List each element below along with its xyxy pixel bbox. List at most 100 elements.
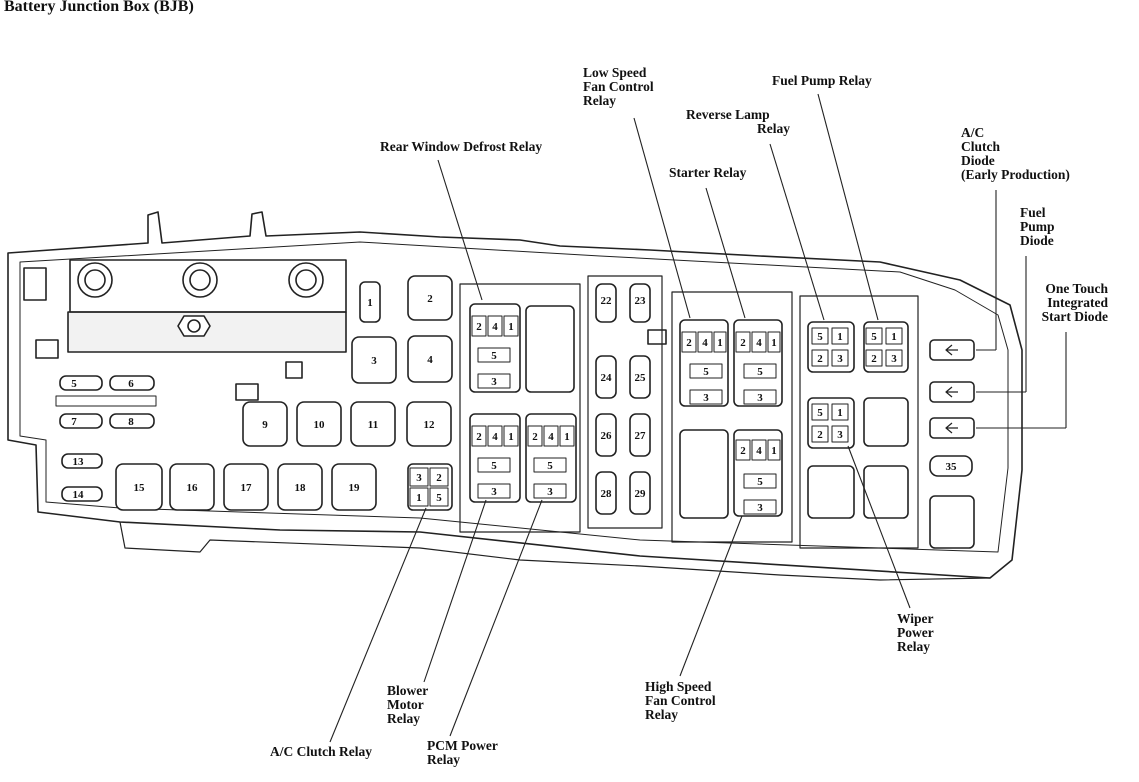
relay-fuel-pump bbox=[863, 321, 909, 373]
label-rear-window-defrost-relay: Rear Window Defrost Relay bbox=[380, 139, 543, 154]
fuse-label-17: 17 bbox=[241, 482, 253, 494]
fuse-label-1: 1 bbox=[367, 297, 373, 309]
relay-pin-label: 3 bbox=[891, 353, 897, 365]
relay-pin-label: 2 bbox=[686, 337, 692, 349]
relay-pin-label: 5 bbox=[871, 331, 877, 343]
relay-pin-label: 1 bbox=[508, 431, 514, 443]
relay-ac-clutch bbox=[407, 463, 453, 511]
fuse-13 bbox=[61, 453, 103, 469]
relay-pin-label: 3 bbox=[757, 392, 763, 404]
relay-pin-label: 1 bbox=[717, 337, 723, 349]
relay-pin-label: 2 bbox=[476, 321, 482, 333]
page-title: Battery Junction Box (BJB) bbox=[4, 0, 194, 15]
fuse-label-25: 25 bbox=[635, 372, 647, 384]
fuse-label-12: 12 bbox=[424, 419, 436, 431]
fuse-label-13: 13 bbox=[73, 456, 85, 468]
relay-pin-label: 4 bbox=[492, 431, 498, 443]
relay-pin-label: 4 bbox=[756, 445, 762, 457]
relay-pin-label: 2 bbox=[817, 353, 823, 365]
fuse-23 bbox=[629, 283, 651, 323]
fuse-16 bbox=[169, 463, 215, 511]
fuse-label-16: 16 bbox=[187, 482, 199, 494]
fuse-1 bbox=[359, 281, 381, 323]
fuse-26 bbox=[595, 413, 617, 457]
relay-pin-label: 2 bbox=[436, 472, 442, 484]
relay-bay-right bbox=[799, 295, 919, 549]
fuse-label-14: 14 bbox=[73, 489, 85, 501]
relay-pin-label: 1 bbox=[837, 407, 843, 419]
label-starter-relay: Starter Relay bbox=[669, 165, 747, 180]
relay-pin-label: 2 bbox=[532, 431, 538, 443]
fuse-4 bbox=[407, 335, 453, 383]
housing-inner bbox=[19, 241, 1009, 553]
fuse-18 bbox=[277, 463, 323, 511]
stud-1 bbox=[77, 262, 113, 298]
fuse-label-5: 5 bbox=[71, 378, 77, 390]
fuse-17 bbox=[223, 463, 269, 511]
relay-pin-label: 4 bbox=[756, 337, 762, 349]
fuse-label-15: 15 bbox=[134, 482, 146, 494]
fuse-label-19: 19 bbox=[349, 482, 361, 494]
relay-pin-label: 2 bbox=[871, 353, 877, 365]
relay-pin-label: 4 bbox=[548, 431, 554, 443]
relay-pin-label: 3 bbox=[757, 502, 763, 514]
relay-pin-label: 5 bbox=[491, 460, 497, 472]
relay-pin-label: 5 bbox=[757, 476, 763, 488]
fuse-label-10: 10 bbox=[314, 419, 326, 431]
relay-pin-label: 3 bbox=[837, 429, 843, 441]
relay-high-speed-fan bbox=[733, 429, 783, 517]
stud-3 bbox=[288, 262, 324, 298]
fuse-2 bbox=[407, 275, 453, 321]
fuse-label-2: 2 bbox=[427, 293, 433, 305]
relay-pin-label: 5 bbox=[547, 460, 553, 472]
fuse-label-29: 29 bbox=[635, 488, 647, 500]
fuse-25 bbox=[629, 355, 651, 399]
fuse-label-35: 35 bbox=[946, 461, 958, 473]
fuse-19 bbox=[331, 463, 377, 511]
fuse-24 bbox=[595, 355, 617, 399]
relay-pin-label: 3 bbox=[491, 486, 497, 498]
fuse-28 bbox=[595, 471, 617, 515]
fuse-label-11: 11 bbox=[368, 419, 378, 431]
relay-pin-label: 5 bbox=[436, 492, 442, 504]
fuse-12 bbox=[406, 401, 452, 447]
fuse-11 bbox=[350, 401, 396, 447]
relay-pin-label: 3 bbox=[491, 376, 497, 388]
relay-pin-label: 1 bbox=[771, 337, 777, 349]
fuse-label-28: 28 bbox=[601, 488, 613, 500]
relay-pin-label: 1 bbox=[771, 445, 777, 457]
relay-pin-label: 1 bbox=[508, 321, 514, 333]
fuse-label-4: 4 bbox=[427, 354, 433, 366]
relay-pin-label: 2 bbox=[476, 431, 482, 443]
relay-pin-label: 5 bbox=[757, 366, 763, 378]
relay-pin-label: 5 bbox=[491, 350, 497, 362]
relay-pin-label: 4 bbox=[702, 337, 708, 349]
relay-reverse-lamp bbox=[807, 321, 855, 373]
fuse-label-24: 24 bbox=[601, 372, 613, 384]
connector-small bbox=[23, 267, 47, 301]
fuse-label-3: 3 bbox=[371, 355, 377, 367]
relay-pin-label: 5 bbox=[703, 366, 709, 378]
fuse-5 bbox=[59, 375, 103, 391]
fuse-label-23: 23 bbox=[635, 295, 647, 307]
housing-outline bbox=[7, 211, 1023, 579]
fuse-22 bbox=[595, 283, 617, 323]
fuse-label-7: 7 bbox=[71, 416, 77, 428]
relay-pin-label: 3 bbox=[703, 392, 709, 404]
relay-pin-label: 3 bbox=[416, 472, 422, 484]
fuse-3 bbox=[351, 336, 397, 384]
fuse-label-18: 18 bbox=[295, 482, 307, 494]
relay-pin-label: 4 bbox=[492, 321, 498, 333]
relay-pin-label: 3 bbox=[837, 353, 843, 365]
relay-pin-label: 2 bbox=[740, 337, 746, 349]
stud-2 bbox=[182, 262, 218, 298]
relay-pin-label: 1 bbox=[891, 331, 897, 343]
